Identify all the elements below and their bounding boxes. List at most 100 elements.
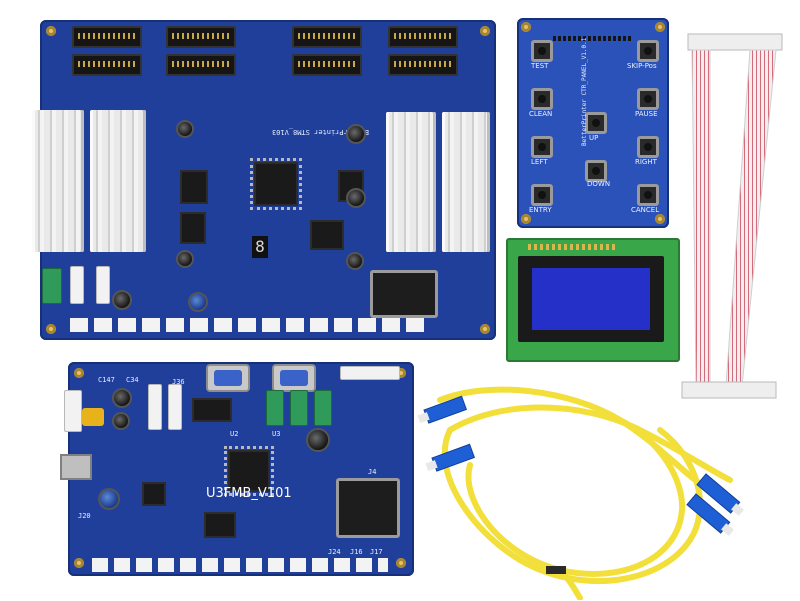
- head-board-model-label: U3FMB_V101: [206, 486, 292, 501]
- capacitor-icon: [346, 188, 366, 208]
- seven-segment-display: 8: [252, 236, 268, 258]
- capacitor-icon: [346, 252, 364, 270]
- mounting-hole-icon: [396, 558, 406, 568]
- head-header-1: [72, 26, 142, 48]
- fpga-chip-icon: [224, 446, 274, 496]
- bottom-connector-row: [92, 558, 388, 572]
- down-button[interactable]: [585, 160, 607, 182]
- right-button-label: RIGHT: [635, 158, 657, 166]
- mounting-hole-icon: [655, 214, 665, 224]
- silk-label-j24: J24: [328, 548, 341, 556]
- mounting-hole-icon: [521, 214, 531, 224]
- ribbon-top-connector: [687, 33, 783, 51]
- panel-silk-title: BetterPrinter CTR_PANEL_V1.0.1: [581, 37, 588, 146]
- silk-label-u3: U3: [272, 430, 281, 438]
- main-control-board: BetterPrinter STM8_V103 8: [32, 20, 496, 340]
- entry-button[interactable]: [531, 184, 553, 206]
- up-button[interactable]: [585, 112, 607, 134]
- driver-chip-icon: [142, 482, 166, 506]
- pause-button[interactable]: [637, 88, 659, 110]
- fiber-loop-mid: [465, 417, 686, 577]
- yellow-inductor-icon: [82, 408, 104, 426]
- mounting-hole-icon: [521, 22, 531, 32]
- pause-button-label: PAUSE: [635, 110, 658, 118]
- main-processor-chip-icon: [250, 158, 302, 210]
- heatsink-icon: [90, 110, 146, 252]
- power-terminal-icon: [42, 268, 62, 304]
- silk-label-j20: J20: [78, 512, 91, 520]
- left-button-label: LEFT: [531, 158, 548, 166]
- skip-pos-button[interactable]: [637, 40, 659, 62]
- driver-chip-icon: [204, 512, 236, 538]
- panel-pin-header: [553, 36, 633, 41]
- ribbon-cable: [681, 33, 783, 399]
- down-button-label: DOWN: [587, 180, 611, 188]
- lcd-pin-row: [528, 244, 618, 250]
- test-button[interactable]: [531, 40, 553, 62]
- mounting-hole-icon: [74, 558, 84, 568]
- side-connector-icon: [64, 390, 82, 432]
- mounting-hole-icon: [655, 22, 665, 32]
- side-connector-icon: [96, 266, 110, 304]
- sc-connector-right-bottom: [686, 493, 734, 536]
- entry-button-label: ENTRY: [529, 206, 552, 214]
- capacitor-icon: [112, 412, 130, 430]
- capacitor-icon: [176, 250, 194, 268]
- driver-chip-icon: [310, 220, 344, 250]
- silk-label-u2: U2: [230, 430, 239, 438]
- silk-label-j36: J36: [172, 378, 185, 386]
- head-header-6: [166, 54, 236, 76]
- d-sub-connector-icon: [206, 364, 250, 392]
- capacitor-icon: [188, 292, 208, 312]
- bottom-connector-row: [70, 318, 430, 332]
- mounting-hole-icon: [46, 324, 56, 334]
- cancel-button[interactable]: [637, 184, 659, 206]
- silk-label-c147: C147: [98, 376, 115, 384]
- fiber-loop-outer: [441, 427, 703, 585]
- green-terminal-icon: [314, 390, 332, 426]
- control-panel-board: TEST SKIP-Pos CLEAN PAUSE UP LEFT RIGHT …: [517, 18, 669, 228]
- cancel-button-label: CANCEL: [631, 206, 660, 214]
- fiber-transceiver-icon: [336, 478, 400, 538]
- green-terminal-icon: [266, 390, 284, 426]
- capacitor-icon: [346, 124, 366, 144]
- clean-button-label: CLEAN: [529, 110, 553, 118]
- driver-chip-icon: [192, 398, 232, 422]
- sc-connector-left-bottom: [425, 443, 476, 472]
- mounting-hole-icon: [480, 26, 490, 36]
- heatsink-icon: [32, 110, 84, 252]
- mounting-hole-icon: [74, 368, 84, 378]
- green-terminal-icon: [290, 390, 308, 426]
- head-header-5: [72, 54, 142, 76]
- lcd-screen: [532, 268, 650, 330]
- ribbon-bottom-connector: [681, 381, 777, 399]
- sc-connector-left-top: [417, 395, 468, 424]
- silk-label-c34: C34: [126, 376, 139, 384]
- head-header-3: [292, 26, 362, 48]
- lcd-module: [506, 238, 680, 362]
- head-header-7: [292, 54, 362, 76]
- side-connector-icon: [148, 384, 162, 430]
- left-button[interactable]: [531, 136, 553, 158]
- right-button[interactable]: [637, 136, 659, 158]
- heatsink-icon: [386, 112, 436, 252]
- head-header-4: [388, 26, 458, 48]
- top-connector-icon: [340, 366, 400, 380]
- heatsink-icon: [442, 112, 490, 252]
- silk-label-j16: J16: [350, 548, 363, 556]
- ribbon-right-strand: [725, 49, 777, 387]
- up-button-label: UP: [589, 134, 599, 142]
- silk-label-j17: J17: [370, 548, 383, 556]
- fiber-tail-tip: [546, 566, 566, 574]
- fiber-optic-cables: [417, 386, 744, 600]
- capacitor-icon: [112, 388, 132, 408]
- fiber-transceiver-icon: [370, 270, 438, 318]
- test-button-label: TEST: [531, 62, 549, 70]
- driver-chip-icon: [180, 212, 206, 244]
- clean-button[interactable]: [531, 88, 553, 110]
- side-connector-icon: [70, 266, 84, 304]
- mounting-hole-icon: [480, 324, 490, 334]
- side-connector-icon: [168, 384, 182, 430]
- buzzer-icon: [306, 428, 330, 452]
- seven-segment-digit: 8: [255, 237, 265, 256]
